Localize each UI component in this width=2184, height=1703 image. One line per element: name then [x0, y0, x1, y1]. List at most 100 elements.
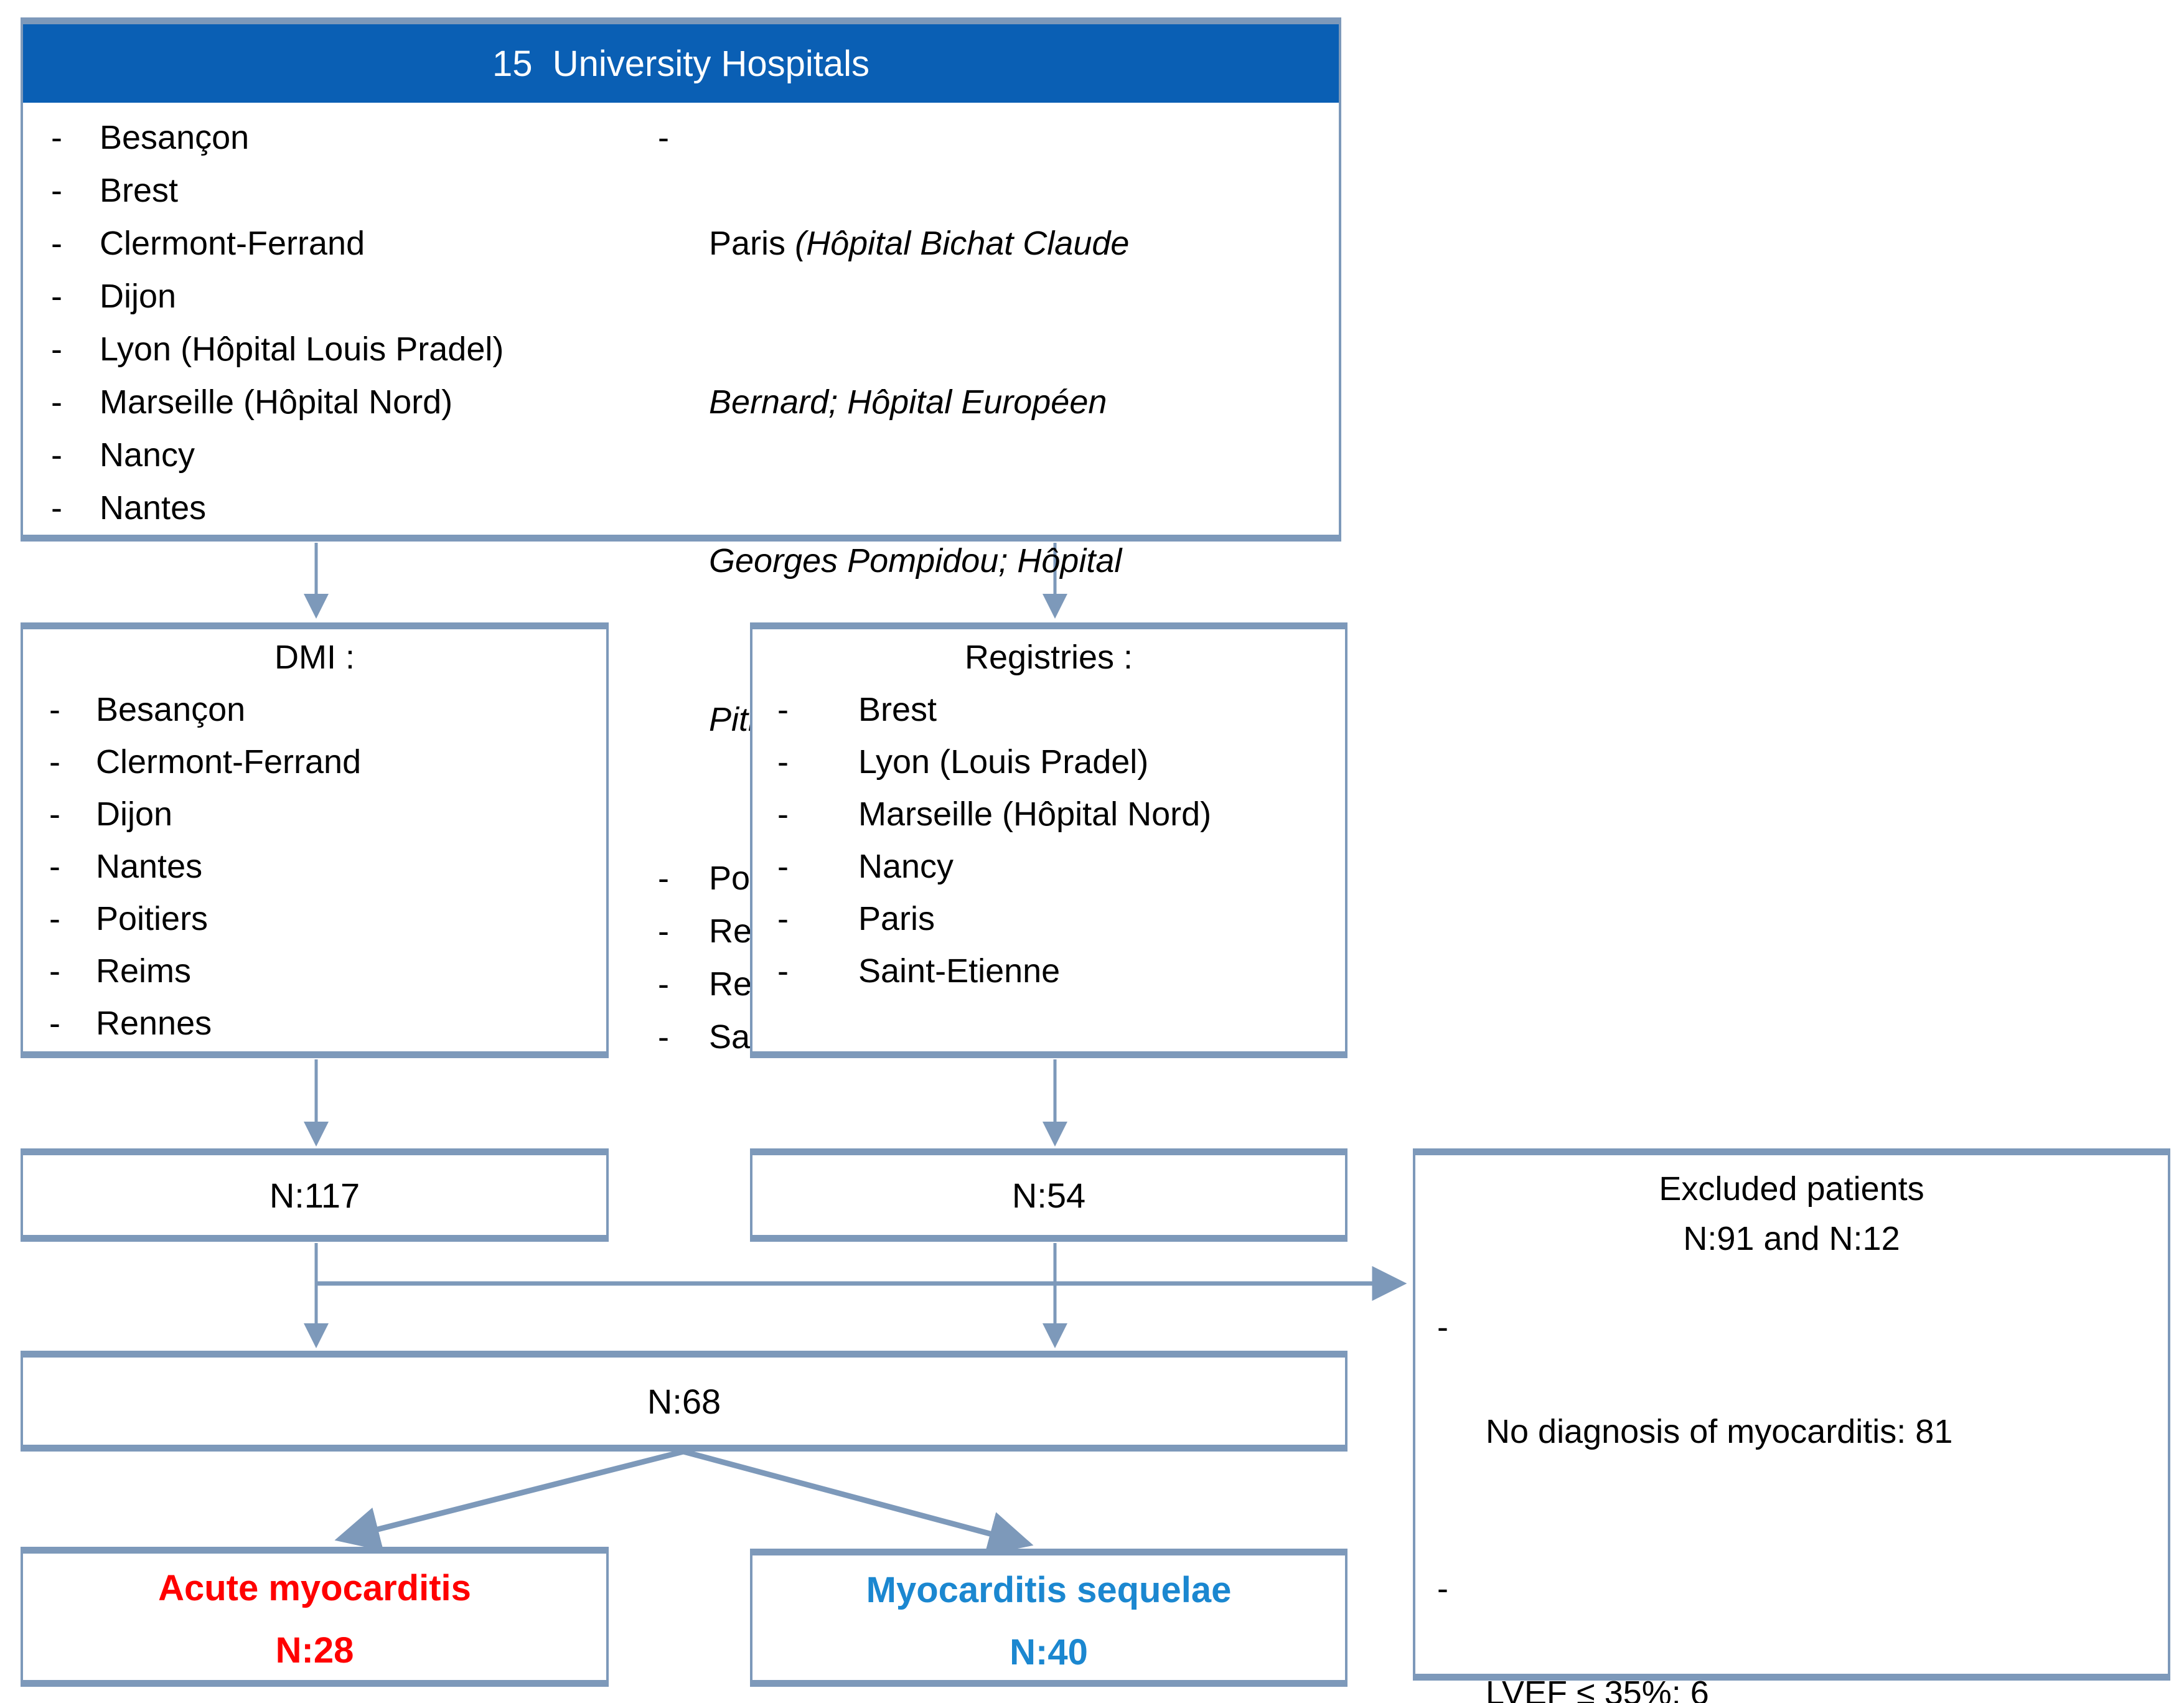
hospitals-header: 15 University Hospitals — [23, 24, 1339, 103]
acute-label: Acute myocarditis — [158, 1568, 471, 1608]
hospital-item: -Dijon — [51, 270, 630, 323]
sequelae-count: N:40 — [1010, 1632, 1088, 1673]
hospital-name: Brest — [100, 172, 179, 209]
registry-site: Marseille (Hôpital Nord) — [858, 795, 1212, 833]
dmi-site: Reims — [96, 952, 192, 990]
dash-bullet: - — [51, 278, 62, 315]
excluded-spacer — [1415, 1264, 2168, 1301]
dash-bullet: - — [777, 952, 789, 990]
dash-bullet: - — [49, 848, 60, 885]
paris-label: Paris — [709, 225, 786, 262]
registry-site: Paris — [858, 900, 935, 937]
registry-site: Brest — [858, 691, 937, 728]
combined-count-box: N:68 — [21, 1351, 1347, 1452]
acute-myocarditis-box: Acute myocarditis N:28 — [21, 1547, 609, 1687]
dash-bullet: - — [49, 952, 60, 990]
dash-bullet: - — [49, 691, 60, 728]
dash-bullet: - — [777, 743, 789, 781]
registries-list: - Brest - Lyon (Louis Pradel) - Marseille (… — [752, 683, 1345, 997]
dmi-title: DMI : — [274, 639, 355, 676]
dmi-item: -Besançon — [49, 683, 606, 736]
dmi-site: Rennes — [96, 1005, 212, 1042]
arrow-n68-to-sequelae — [682, 1448, 1034, 1555]
dash-bullet: - — [777, 900, 789, 937]
dash-bullet: - — [51, 172, 62, 209]
hospital-name: Marseille (Hôpital Nord) — [100, 383, 453, 421]
dmi-site: Poitiers — [96, 900, 209, 937]
dash-bullet: - — [51, 225, 62, 262]
excluded-box: Excluded patients N:91 and N:12 - No dia… — [1413, 1148, 2170, 1703]
registry-item: - Saint-Etienne — [777, 945, 1345, 997]
hospital-item: -Besançon — [51, 111, 630, 164]
dash-bullet: - — [658, 1018, 669, 1056]
dash-bullet: - — [49, 743, 60, 781]
dmi-item: -Poitiers — [49, 893, 606, 945]
registry-item: - Paris — [777, 893, 1345, 945]
exclusion-item: - LVEF ≤ 35%: 6 — [1437, 1562, 2155, 1703]
hospitals-title: 15 University Hospitals — [492, 43, 869, 84]
dash-bullet: - — [658, 119, 669, 156]
excluded-title: Excluded patients N:91 and N:12 — [1415, 1164, 2168, 1264]
excluded-title-line2: N:91 and N:12 — [1683, 1220, 1900, 1257]
dmi-site: Besançon — [96, 691, 246, 728]
registry-site: Saint-Etienne — [858, 952, 1061, 990]
dmi-item: -Nantes — [49, 840, 606, 893]
dmi-site: Dijon — [96, 795, 173, 833]
hospital-name: Nancy — [100, 436, 195, 474]
dmi-count: N:117 — [269, 1175, 360, 1215]
registry-site: Lyon (Louis Pradel) — [858, 743, 1149, 781]
dmi-site: Nantes — [96, 848, 203, 885]
registries-box: Registries : - Brest - Lyon (Louis Pradel)… — [750, 622, 1347, 1058]
dmi-item: -Dijon — [49, 788, 606, 840]
dmi-item: -Rennes — [49, 997, 606, 1049]
hospital-item: - Lyon (Hôpital Louis Pradel) — [51, 323, 630, 376]
paris-line: Georges Pompidou; Hôpital — [709, 535, 1129, 588]
dash-bullet: - — [658, 860, 669, 897]
dash-bullet: - — [658, 965, 669, 1003]
excluded-title-line1: Excluded patients — [1659, 1170, 1924, 1208]
paris-line: Bernard; Hôpital Européen — [709, 376, 1129, 429]
dash-bullet: - — [777, 795, 789, 833]
hospital-item: -Marseille (Hôpital Nord) — [51, 376, 630, 429]
registry-item: - Brest — [777, 683, 1345, 736]
dash-bullet: - — [1437, 1308, 1448, 1346]
registry-item: - Lyon (Louis Pradel) — [777, 736, 1345, 788]
arrow-n68-to-acute — [334, 1448, 685, 1551]
dash-bullet: - — [51, 331, 62, 368]
registries-title: Registries : — [964, 639, 1133, 676]
dash-bullet: - — [51, 436, 62, 474]
paris-line: Paris(Hôpital Bichat Claude — [709, 217, 1129, 270]
excluded-list: - No diagnosis of myocarditis: 81 - LVEF… — [1415, 1301, 2168, 1703]
dash-bullet: - — [658, 912, 669, 950]
combined-count: N:68 — [647, 1381, 721, 1421]
hospital-name: Nantes — [100, 489, 207, 527]
dash-bullet: - — [51, 119, 62, 156]
dash-bullet: - — [1437, 1570, 1448, 1607]
acute-count: N:28 — [275, 1630, 354, 1671]
registries-count: N:54 — [1011, 1175, 1086, 1215]
dmi-list: -Besançon -Clermont-Ferrand -Dijon -Nant… — [23, 683, 606, 1049]
hospital-item: -Nantes — [51, 482, 630, 535]
dash-bullet: - — [49, 795, 60, 833]
myocarditis-sequelae-box: Myocarditis sequelae N:40 — [750, 1549, 1347, 1687]
dash-bullet: - — [49, 1005, 60, 1042]
hospital-name: Lyon (Hôpital Louis Pradel) — [100, 331, 504, 368]
hospital-item: - Clermont-Ferrand — [51, 217, 630, 270]
hospital-name: Clermont-Ferrand — [100, 225, 365, 262]
hospital-item: -Nancy — [51, 429, 630, 482]
dash-bullet: - — [777, 848, 789, 885]
dmi-box: DMI : -Besançon -Clermont-Ferrand -Dijon… — [21, 622, 609, 1058]
dash-bullet: - — [51, 489, 62, 527]
exclusion-reason: No diagnosis of myocarditis: 81 — [1486, 1413, 1953, 1450]
hospitals-box: 15 University Hospitals -Besançon -Brest… — [21, 17, 1341, 1056]
registry-site: Nancy — [858, 848, 954, 885]
paris-hospital-detail: Bernard; Hôpital Européen — [709, 383, 1107, 421]
hospitals-left-column: -Besançon - Brest - Clermont-Ferrand -Dijo… — [51, 111, 630, 535]
dmi-item: -Reims — [49, 945, 606, 997]
paris-hospital-detail: (Hôpital Bichat Claude — [795, 225, 1130, 262]
dash-bullet: - — [777, 691, 789, 728]
dmi-count-box: N:117 — [21, 1148, 609, 1242]
registry-item: - Marseille (Hôpital Nord) — [777, 788, 1345, 840]
dash-bullet: - — [51, 383, 62, 421]
